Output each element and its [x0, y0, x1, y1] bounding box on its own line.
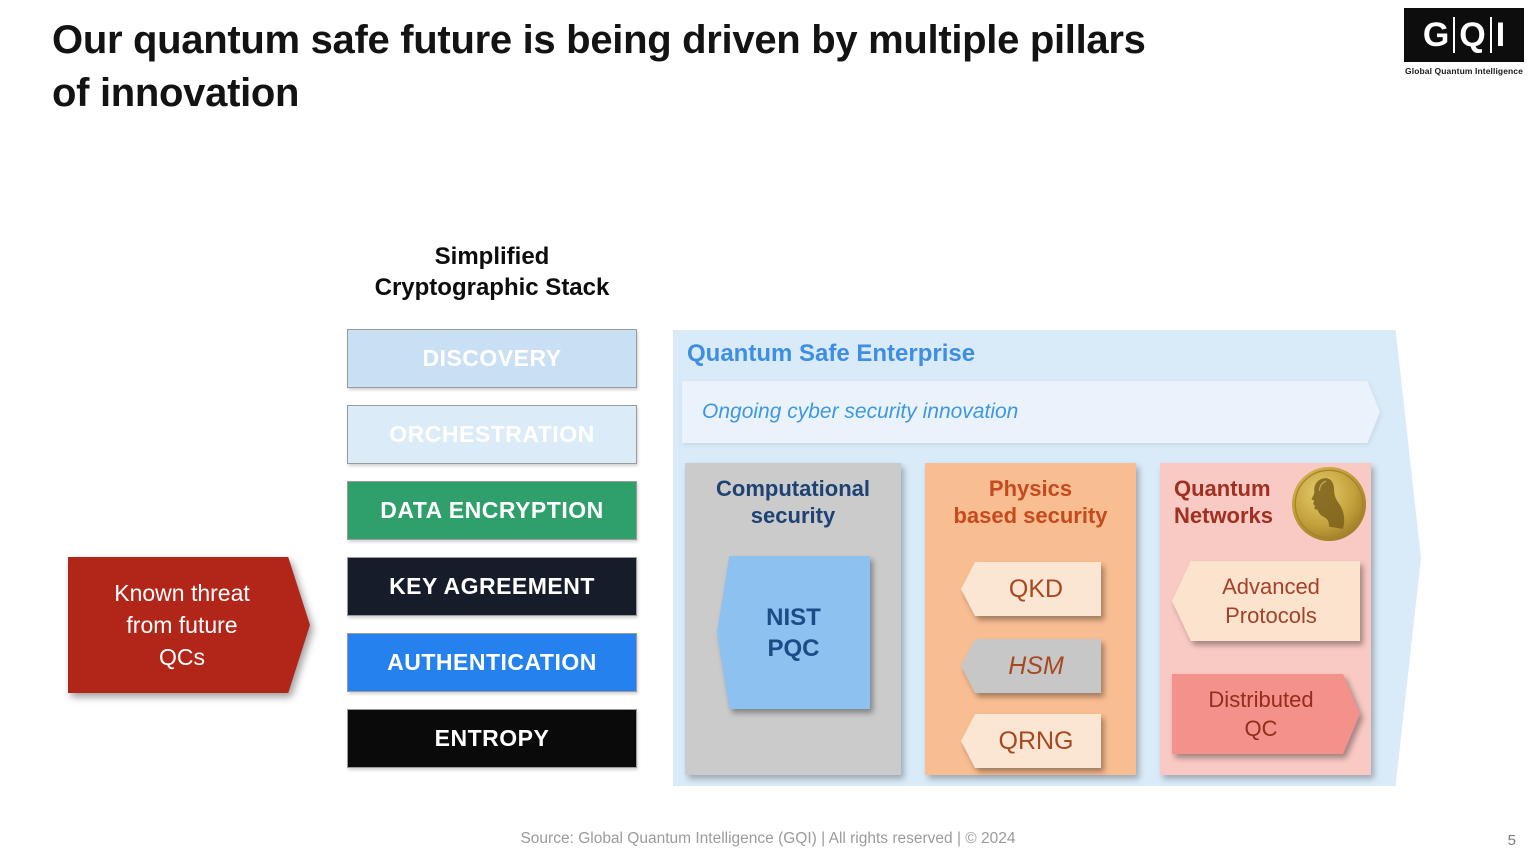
- column-physics-title: Physics based security: [953, 476, 1108, 528]
- logo-letter-i: I: [1495, 15, 1506, 54]
- stack-item-entropy: ENTROPY: [347, 709, 637, 768]
- logo-letter-g: G: [1422, 15, 1450, 54]
- crypto-stack-heading: Simplified Cryptographic Stack: [374, 243, 610, 301]
- qkd-shape: QKD: [961, 562, 1101, 616]
- threat-arrow-label: Known threat from future QCs: [68, 557, 310, 693]
- qrng-label: QRNG: [961, 714, 1101, 768]
- nist-pqc-label: NIST PQC: [717, 556, 870, 709]
- gqi-logo: G Q I Global Quantum Intelligence: [1404, 8, 1524, 76]
- source-footer: Source: Global Quantum Intelligence (GQI…: [520, 830, 1016, 847]
- column-physics-security: Physics based security QKD HSM QRNG: [925, 463, 1136, 775]
- advanced-protocols-shape: Advanced Protocols: [1172, 561, 1360, 641]
- innovation-banner: Ongoing cyber security innovation: [682, 381, 1380, 443]
- nist-pqc-shape: NIST PQC: [717, 556, 870, 709]
- hsm-label: HSM: [961, 639, 1101, 693]
- quantum-safe-enterprise-panel: Quantum Safe Enterprise Ongoing cyber se…: [673, 330, 1421, 786]
- innovation-banner-label: Ongoing cyber security innovation: [682, 381, 1380, 443]
- column-networks-title: Quantum Networks: [1174, 476, 1274, 528]
- hsm-shape: HSM: [961, 639, 1101, 693]
- qkd-label: QKD: [961, 562, 1101, 616]
- page-number: 5: [1507, 832, 1516, 849]
- panel-title: Quantum Safe Enterprise: [687, 340, 976, 367]
- stack-item-discovery: DISCOVERY: [347, 329, 637, 388]
- qrng-shape: QRNG: [961, 714, 1101, 768]
- threat-arrow: Known threat from future QCs: [68, 557, 310, 693]
- stack-item-data-encryption: DATA ENCRYPTION: [347, 481, 637, 540]
- logo-tagline: Global Quantum Intelligence: [1405, 66, 1523, 76]
- column-computational-security: Computational security NIST PQC: [685, 463, 901, 775]
- distributed-qc-shape: Distributed QC: [1172, 674, 1360, 754]
- column-computational-title: Computational security: [716, 476, 870, 528]
- column-quantum-networks: Quantum Networks Advanced Protocols: [1160, 463, 1371, 775]
- slide-title: Our quantum safe future is being driven …: [52, 18, 1146, 115]
- stack-item-authentication: AUTHENTICATION: [347, 633, 637, 692]
- nobel-medal-icon: [1291, 466, 1367, 542]
- logo-divider-bar: [1489, 17, 1492, 53]
- stack-item-orchestration: ORCHESTRATION: [347, 405, 637, 464]
- gqi-logo-box: G Q I: [1404, 8, 1524, 62]
- stack-item-key-agreement: KEY AGREEMENT: [347, 557, 637, 616]
- distributed-qc-label: Distributed QC: [1172, 674, 1360, 754]
- crypto-stack: DISCOVERY ORCHESTRATION DATA ENCRYPTION …: [347, 329, 637, 785]
- logo-divider-bar: [1453, 17, 1456, 53]
- advanced-protocols-label: Advanced Protocols: [1172, 561, 1360, 641]
- logo-letter-q: Q: [1459, 15, 1486, 54]
